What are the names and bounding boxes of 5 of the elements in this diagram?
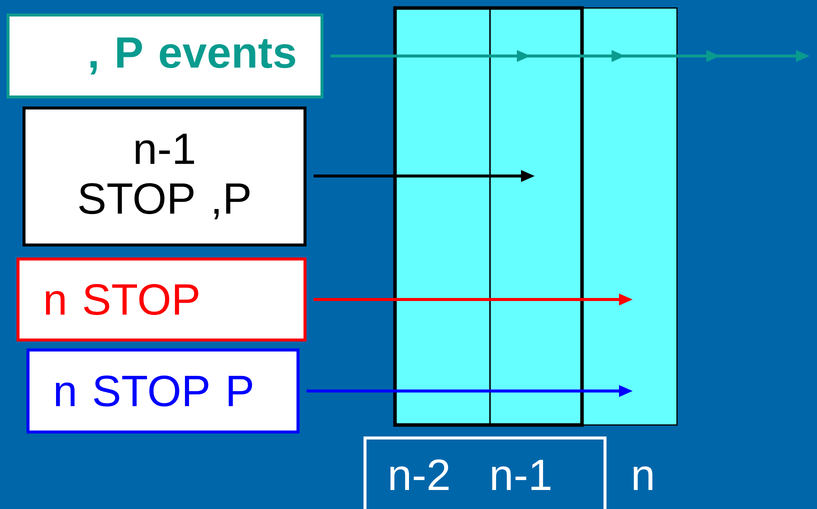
column-label-box: n-2 n-1 [364,436,606,509]
text-box: n-1 STOP ,P [22,106,306,246]
text-box: , P events [6,14,324,98]
text-box: n STOP [16,258,306,342]
text-box: n STOP P [26,348,300,434]
